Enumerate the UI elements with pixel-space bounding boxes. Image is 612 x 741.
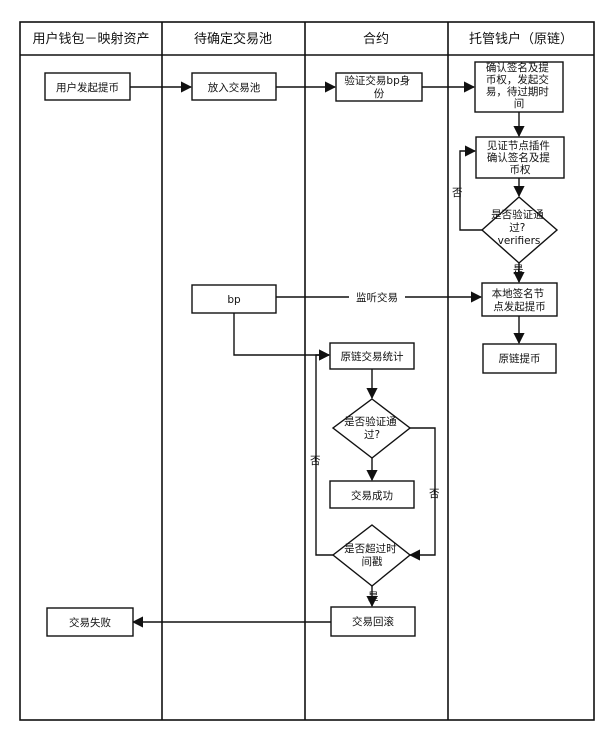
node-local-sign: 本地签名节 点发起提币 xyxy=(481,282,558,317)
node-tx-rollback: 交易回滚 xyxy=(330,606,416,637)
lane-user-wallet: 用户钱包－映射资产 xyxy=(32,31,149,47)
edge-timeout-no-loop xyxy=(315,349,333,556)
node-tx-fail-label: 交易失败 xyxy=(69,616,111,629)
node-bp: bp xyxy=(191,284,277,314)
edge-label-yes-1: 是 xyxy=(513,264,524,276)
lane-custody-wallet: 托管钱户（原链） xyxy=(469,31,573,47)
edge-label-no-3: 否 xyxy=(429,488,440,500)
edge-check-no-loop xyxy=(459,145,482,231)
node-chain-stats-label: 原链交易统计 xyxy=(341,350,404,363)
node-witness-plugin: 见证节点插件 确认签名及提 币权 xyxy=(475,136,565,179)
node-user-withdraw-label: 用户发起提币 xyxy=(56,81,119,94)
node-verify-bp-label: 验证交易bp身 份 xyxy=(344,74,413,100)
node-verify-bp: 验证交易bp身 份 xyxy=(335,72,423,102)
node-witness-plugin-label: 见证节点插件 确认签名及提 币权 xyxy=(487,139,553,176)
node-chain-stats: 原链交易统计 xyxy=(329,342,415,370)
lane-contract: 合约 xyxy=(363,32,389,47)
node-user-withdraw: 用户发起提币 xyxy=(44,72,131,101)
node-timeout-check: 是否超过时 间戳 xyxy=(331,524,412,587)
node-verified-check-label: 是否验证通 过? xyxy=(344,415,400,441)
connectors xyxy=(130,81,525,628)
node-put-pool: 放入交易池 xyxy=(191,72,277,101)
node-chain-withdraw-label: 原链提币 xyxy=(499,352,541,365)
node-tx-success: 交易成功 xyxy=(329,480,415,509)
edge-label-monitor: 监听交易 xyxy=(356,291,398,304)
edge-bp-to-stats xyxy=(233,313,331,361)
node-verified-check-verifiers: 是否验证通 过? verifiers xyxy=(480,196,559,264)
node-tx-rollback-label: 交易回滚 xyxy=(352,615,394,628)
node-verified-check: 是否验证通 过? xyxy=(331,398,412,459)
swimlane-frame xyxy=(19,21,595,721)
edge-label-no-1: 否 xyxy=(452,187,463,199)
node-confirm-signature: 确认签名及提 币权，发起交 易，待过期时 间 xyxy=(474,61,564,113)
node-confirm-signature-label: 确认签名及提 币权，发起交 易，待过期时 间 xyxy=(486,61,552,110)
node-local-sign-label: 本地签名节 点发起提币 xyxy=(492,287,548,313)
node-put-pool-label: 放入交易池 xyxy=(208,81,261,94)
node-verified-check-verifiers-label: 是否验证通 过? verifiers xyxy=(491,208,547,247)
node-tx-fail: 交易失败 xyxy=(46,607,134,637)
edge-label-yes-2: 是 xyxy=(368,591,379,603)
node-tx-success-label: 交易成功 xyxy=(351,489,393,502)
node-bp-label: bp xyxy=(227,294,241,306)
lane-pending-pool: 待确定交易池 xyxy=(194,31,272,47)
node-chain-withdraw: 原链提币 xyxy=(482,343,557,374)
edge-check-no-to-timeout xyxy=(408,427,436,561)
edge-label-no-2: 否 xyxy=(310,455,321,467)
node-timeout-check-label: 是否超过时 间戳 xyxy=(344,542,400,568)
